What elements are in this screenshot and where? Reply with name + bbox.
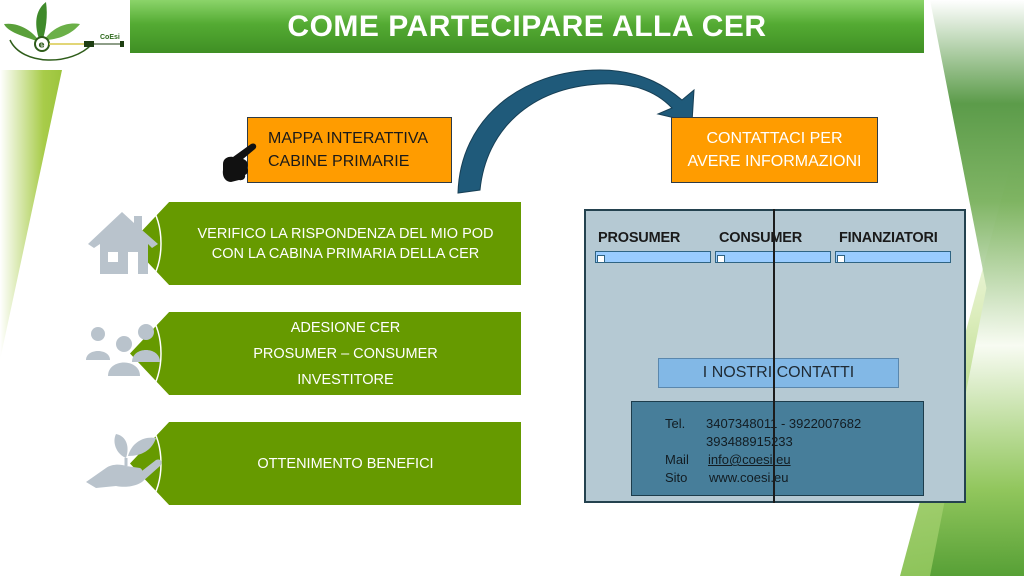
contacts-header: I NOSTRI CONTATTI — [658, 358, 899, 388]
prosumer-checkbox[interactable] — [597, 255, 605, 263]
contact-button-line-2: AVERE INFORMAZIONI — [687, 153, 862, 170]
svg-text:e: e — [39, 41, 45, 51]
step-1-line-1: VERIFICO LA RISPONDENZA DEL MIO POD — [197, 225, 494, 242]
step-verify-pod: VERIFICO LA RISPONDENZA DEL MIO POD CON … — [130, 202, 521, 285]
tel-label: Tel. — [665, 416, 686, 431]
contacts-title: I NOSTRI CONTATTI — [702, 364, 855, 381]
title-banner: COME PARTECIPARE ALLA CER — [130, 0, 924, 53]
logo-text: CoEsi — [100, 34, 120, 41]
consumer-checkbox[interactable] — [717, 255, 725, 263]
map-button-line-1: MAPPA INTERATTIVA — [268, 130, 429, 147]
coesi-logo: e CoEsi — [2, 0, 126, 70]
step-2-line-1: ADESIONE CER — [290, 319, 401, 336]
house-icon — [88, 212, 158, 274]
curved-arrow-icon — [457, 69, 695, 194]
step-1-arc — [148, 203, 162, 284]
column-label-finanziatori: FINANZIATORI — [839, 230, 938, 246]
leaf-plug-logo-icon: e — [4, 2, 124, 61]
step-join-cer: ADESIONE CER PROSUMER – CONSUMER INVESTI… — [130, 312, 521, 395]
contacts-box: Tel. 3407348011 - 3922007682 39348891523… — [631, 401, 924, 496]
step-2-arc — [148, 313, 162, 394]
people-group-icon — [86, 324, 160, 376]
page-title: COME PARTECIPARE ALLA CER — [287, 9, 767, 43]
hand-plant-icon — [86, 434, 162, 488]
website-link[interactable]: www.coesi.eu — [709, 470, 789, 485]
step-3-line-1: OTTENIMENTO BENEFICI — [257, 455, 434, 472]
map-button-line-2: CABINE PRIMARIE — [268, 153, 410, 170]
tel-line-1: 3407348011 - 3922007682 — [706, 416, 862, 431]
decorative-left-wedge — [0, 70, 62, 360]
mail-label: Mail — [665, 452, 689, 467]
site-label: Sito — [665, 470, 688, 485]
step-1-line-2: CON LA CABINA PRIMARIA DELLA CER — [211, 245, 480, 262]
column-label-consumer: CONSUMER — [719, 230, 802, 246]
step-2-line-3: INVESTITORE — [297, 371, 394, 388]
step-2-line-2: PROSUMER – CONSUMER — [253, 345, 438, 362]
contact-us-button[interactable]: CONTATTACI PER AVERE INFORMAZIONI — [671, 117, 878, 183]
tel-line-2: 393488915233 — [706, 434, 793, 449]
prosumer-input[interactable] — [595, 251, 711, 263]
panel-divider-overlay — [773, 209, 775, 503]
contact-button-line-1: CONTATTACI PER — [706, 130, 843, 147]
email-link[interactable]: info@coesi.eu — [708, 452, 791, 467]
pointing-hand-icon — [222, 143, 257, 182]
column-label-prosumer: PROSUMER — [598, 230, 681, 246]
interactive-map-button[interactable]: MAPPA INTERATTIVA CABINE PRIMARIE — [247, 117, 452, 183]
finanziatori-checkbox[interactable] — [837, 255, 845, 263]
step-obtain-benefits: OTTENIMENTO BENEFICI — [130, 422, 521, 505]
finanziatori-input[interactable] — [835, 251, 951, 263]
